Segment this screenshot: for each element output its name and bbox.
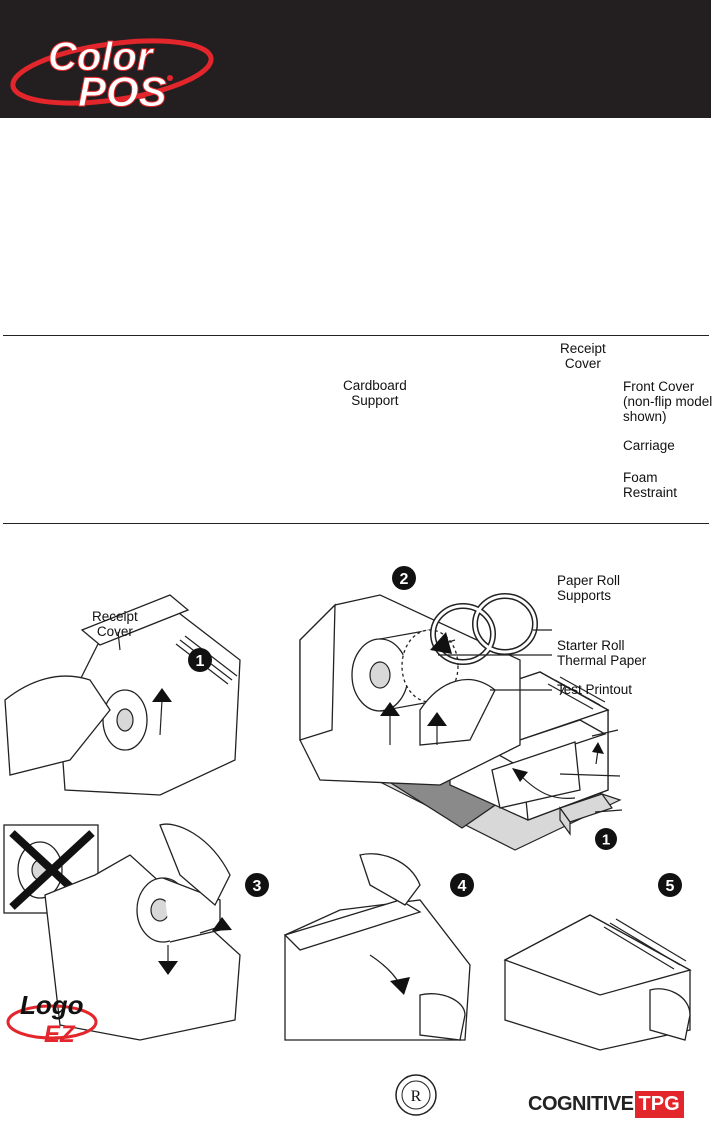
cognitive-tpg-logo: COGNITIVE TPG	[528, 1090, 684, 1118]
label-test-printout: Test Printout	[557, 682, 633, 697]
step-1-badge-top	[595, 828, 617, 850]
svg-text:5: 5	[666, 878, 675, 895]
colorpos-logo: Color POS	[10, 35, 214, 116]
label-receipt-cover-top: Receipt Cover	[560, 341, 606, 371]
paper-loading-illustration: 1 2	[4, 566, 552, 796]
logo-pos-text: POS	[78, 68, 167, 115]
section-rule-top	[3, 335, 709, 336]
label-receipt-cover-mid: Receipt Cover	[92, 609, 138, 639]
printer-unpack-illustration: 2 1	[378, 671, 623, 851]
svg-text:R: R	[411, 1088, 422, 1105]
svg-text:3: 3	[253, 878, 262, 895]
logo-color-text: Color	[48, 35, 155, 79]
label-starter-roll: Starter Roll Thermal Paper	[557, 638, 647, 668]
label-paper-roll-supports: Paper Roll Supports	[557, 573, 621, 603]
svg-text:Logo: Logo	[20, 990, 84, 1020]
label-cardboard-support: Cardboard Support	[343, 378, 407, 408]
header-bar: Color POS	[0, 0, 711, 118]
logo-ez-badge: Logo EZ	[6, 990, 98, 1048]
cognitive-text: COGNITIVE	[528, 1092, 634, 1115]
svg-text:EZ: EZ	[44, 1021, 76, 1048]
svg-text:1: 1	[196, 653, 205, 670]
label-foam-restraint: Foam Restraint	[623, 470, 678, 500]
section-rule-bottom	[3, 523, 709, 524]
svg-text:2: 2	[400, 571, 409, 588]
svg-text:1: 1	[602, 832, 610, 849]
svg-text:4: 4	[458, 878, 467, 895]
label-front-cover: Front Cover (non-flip model shown)	[623, 379, 713, 424]
quality-seal-icon: R	[395, 1074, 437, 1116]
steps-3-5-illustration: 3 4 5	[3, 823, 692, 1051]
label-carriage: Carriage	[623, 438, 675, 453]
tpg-text: TPG	[634, 1090, 684, 1118]
